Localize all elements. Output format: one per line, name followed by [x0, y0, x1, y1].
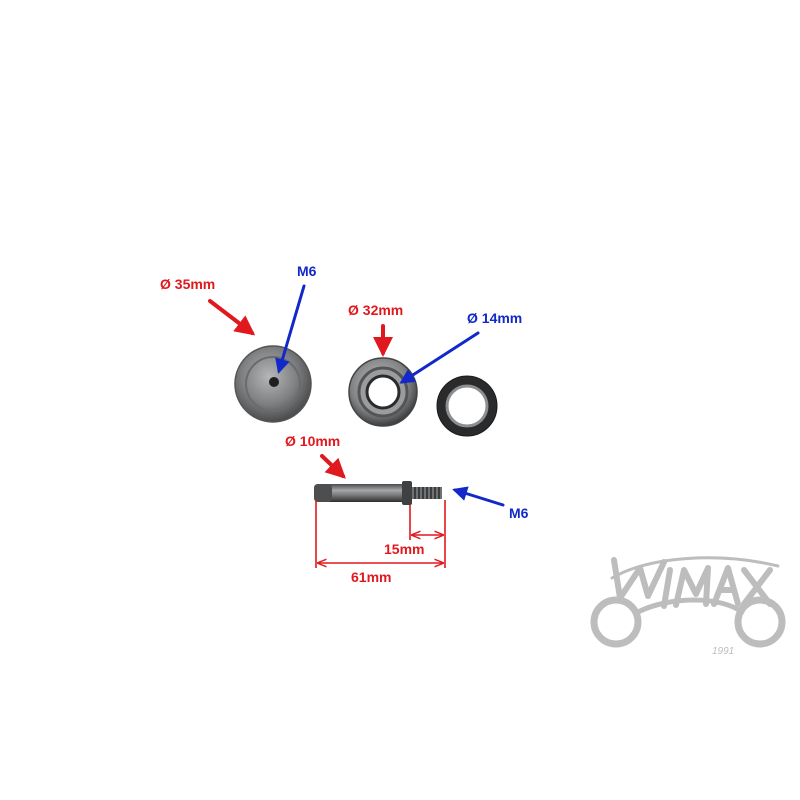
- shaft-thread-arrow: [452, 486, 505, 507]
- shaft-length-label: 61mm: [351, 569, 391, 585]
- thread-length-label: 15mm: [384, 541, 424, 557]
- dimension-lines: [315, 500, 446, 568]
- bearing-inner-arrow: [399, 331, 480, 384]
- pulley: [234, 345, 312, 423]
- shaft-diameter-label: Ø 10mm: [285, 433, 340, 449]
- pulley-thread-arrow: [275, 284, 306, 374]
- pulley-diameter-arrow: [208, 299, 256, 336]
- bearing-inner-label: Ø 14mm: [467, 310, 522, 326]
- pulley-diameter-label: Ø 35mm: [160, 276, 215, 292]
- logo-year: 1991: [712, 646, 734, 657]
- seal-ring: [436, 375, 498, 437]
- bearing-outer-label: Ø 32mm: [348, 302, 403, 318]
- shaft-diameter-arrow: [320, 454, 346, 479]
- pulley-hole: [269, 377, 279, 387]
- wimax-logo: 1991: [590, 556, 786, 657]
- shaft: [314, 481, 442, 505]
- bearing: [348, 357, 418, 427]
- shaft-thread-label: M6: [509, 505, 529, 521]
- pulley-thread-label: M6: [297, 263, 317, 279]
